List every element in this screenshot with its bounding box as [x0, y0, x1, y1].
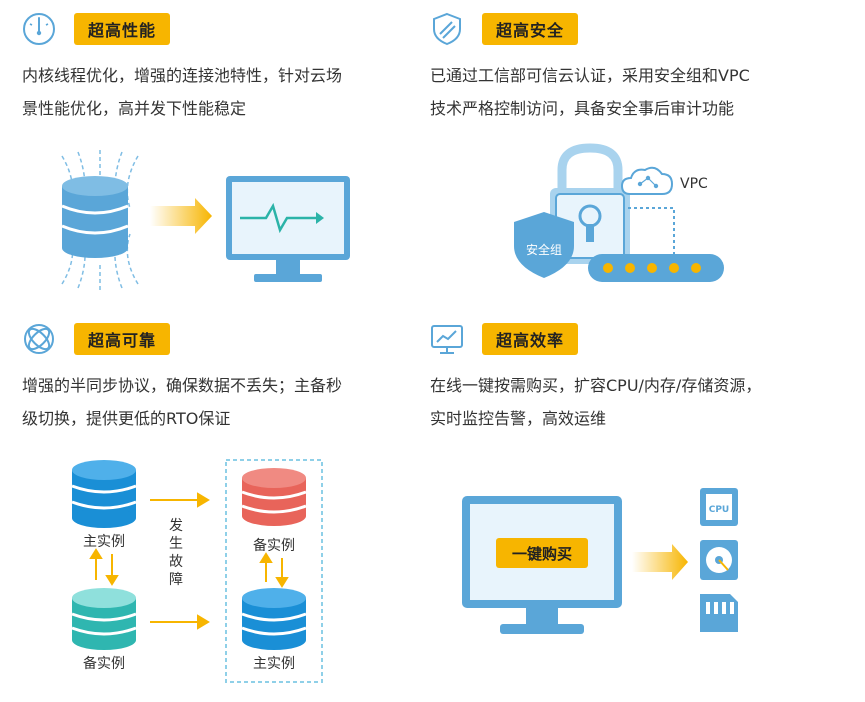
cpu-icon: CPU: [700, 488, 738, 526]
monitor-chart-icon: [431, 325, 463, 354]
feature-desc-performance: 内核线程优化，增强的连接池特性，针对云场 景性能优化，高并发下性能稳定: [22, 59, 342, 125]
feature-desc-security: 已通过工信部可信云认证，采用安全组和VPC 技术严格控制访问，具备安全事后审计功…: [430, 59, 750, 125]
security-group-label: 安全组: [526, 242, 562, 257]
desc-line: 实时监控告警，高效运维: [430, 409, 607, 428]
feature-desc-reliability: 增强的半同步协议，确保数据不丢失；主备秒 级切换，提供更低的RTO保证: [22, 369, 342, 435]
flow-arrow: [150, 198, 212, 234]
failover-box: [225, 459, 323, 683]
efficiency-diagram: 一键购买 CPU: [462, 488, 738, 634]
cloud-icon: [620, 166, 674, 195]
feature-title-efficiency: 超高效率: [482, 323, 579, 355]
primary-database-icon: [71, 460, 137, 528]
svg-text:障: 障: [169, 572, 183, 588]
one-click-buy-label: 一键购买: [512, 545, 572, 563]
desc-line: 内核线程优化，增强的连接池特性，针对云场: [22, 66, 343, 85]
router-bar: [588, 254, 724, 282]
sync-arrows-after: [259, 552, 289, 588]
standby-database-icon: [71, 588, 137, 650]
failure-label: 发 生 故 障: [169, 518, 183, 588]
feature-header-efficiency: 超高效率: [430, 322, 579, 356]
desc-line: 在线一键按需购买，扩容CPU/内存/存储资源，: [430, 376, 762, 395]
security-diagram: VPC 安全组: [514, 143, 724, 282]
database-icon: [61, 176, 129, 258]
svg-text:生: 生: [169, 536, 183, 552]
feature-title-reliability: 超高可靠: [74, 323, 171, 355]
hard-disk-icon: [700, 540, 738, 580]
failed-database-icon: [241, 468, 307, 526]
feature-header-reliability: 超高可靠: [22, 322, 171, 356]
standby-after-label: 备实例: [253, 537, 295, 554]
desc-line: 技术严格控制访问，具备安全事后审计功能: [430, 99, 735, 118]
feature-title-performance: 超高性能: [74, 13, 171, 45]
desc-line: 级切换，提供更低的RTO保证: [22, 409, 231, 428]
desc-line: 景性能优化，高并发下性能稳定: [22, 99, 247, 118]
failover-arrows: [150, 492, 210, 630]
standby-label: 备实例: [83, 655, 125, 672]
primary-after-label: 主实例: [253, 656, 295, 672]
memory-card-icon: [700, 594, 738, 632]
performance-diagram: [61, 150, 350, 290]
new-primary-database-icon: [241, 588, 307, 650]
primary-label: 主实例: [83, 534, 125, 550]
feature-desc-efficiency: 在线一键按需购买，扩容CPU/内存/存储资源， 实时监控告警，高效运维: [430, 369, 761, 435]
feature-header-performance: 超高性能: [22, 12, 171, 46]
reliability-diagram: 主实例 备实例 发 生 故 障 备实例: [71, 459, 323, 683]
security-group-badge: 安全组: [514, 212, 574, 278]
svg-text:故: 故: [169, 554, 183, 570]
gauge-icon: [23, 13, 55, 45]
sync-arrows: [89, 548, 119, 586]
one-click-buy-button[interactable]: [496, 538, 588, 568]
shield-icon: [433, 12, 461, 46]
feature-title-security: 超高安全: [482, 13, 579, 45]
feature-header-security: 超高安全: [430, 12, 579, 46]
vpc-label: VPC: [680, 176, 708, 192]
svg-text:发: 发: [169, 518, 183, 534]
flow-arrow: [632, 544, 688, 580]
monitor-icon: [226, 176, 350, 282]
cpu-label: CPU: [709, 505, 730, 515]
desc-line: 已通过工信部可信云认证，采用安全组和VPC: [430, 66, 750, 85]
orbit-icon: [24, 324, 54, 354]
desc-line: 增强的半同步协议，确保数据不丢失；主备秒: [22, 376, 343, 395]
